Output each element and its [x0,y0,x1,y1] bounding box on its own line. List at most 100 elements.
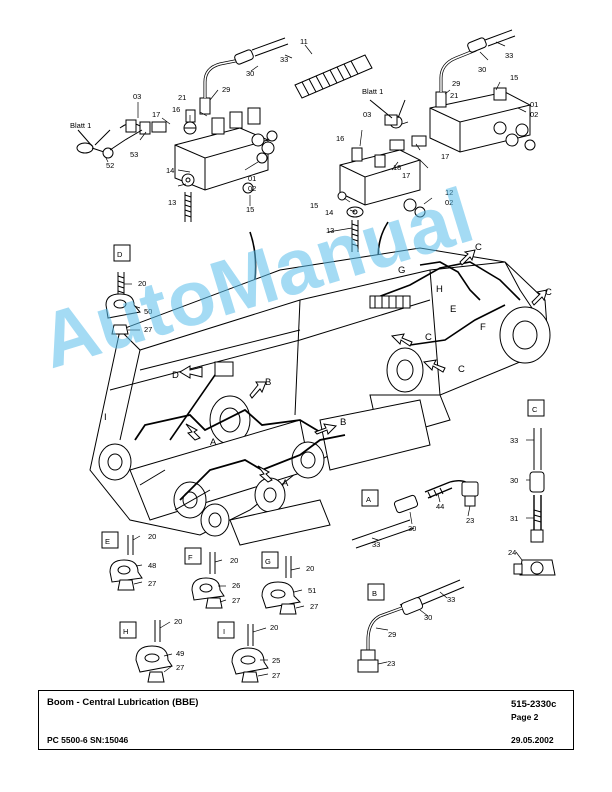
page-number: Page 2 [511,712,539,722]
marker-C-2: C [545,287,552,298]
label-15: 15 [246,205,254,214]
label-D-50: 50 [144,307,152,316]
label-14: 14 [166,166,174,175]
label-33: 33 [280,55,288,64]
label-box-C: C [532,405,538,414]
label-21: 21 [178,93,186,102]
clamp-detail-F [184,547,225,609]
left-distributor-assembly [76,37,289,222]
label-30: 30 [246,69,254,78]
label-blatt: Blatt 1 [70,121,91,130]
arrow-C1 [422,359,446,373]
detail-C [513,399,556,576]
label-53: 53 [130,150,138,159]
label-29: 29 [222,85,230,94]
arrow-D [179,365,203,379]
boom-structure [89,247,551,546]
label-11: 11 [300,37,308,46]
label-A-23: 23 [466,516,474,525]
arrow-C4 [390,333,413,347]
label-box-E: E [105,537,110,546]
label-30-right: 30 [478,65,486,74]
marker-A-1: A [210,437,217,448]
clamp-detail-D [105,244,141,335]
label-02: 02 [248,184,256,193]
label-03: 03 [133,92,141,101]
label-G-27: 27 [310,602,318,611]
marker-F: F [480,322,486,333]
marker-C-1: C [475,242,482,253]
arrow-B2 [314,423,338,435]
label-17: 17 [152,110,160,119]
label-02-right: 02 [530,110,538,119]
part-number-labels: 33 11 30 29 21 16 17 03 Blatt 1 53 52 14… [70,37,552,680]
marker-C-4: C [458,364,465,375]
label-E-20: 20 [148,532,156,541]
marker-B-1: B [265,377,271,388]
label-box-G: G [265,557,271,566]
label-E-27: 27 [148,579,156,588]
label-01: 01 [248,174,256,183]
label-I-20: 20 [270,623,278,632]
label-box-B: B [372,589,377,598]
label-F-20: 20 [230,556,238,565]
label-box-F: F [188,553,193,562]
label-I-25: 25 [272,656,280,665]
label-21-right: 21 [450,91,458,100]
label-G-20: 20 [306,564,314,573]
label-D-27: 27 [144,325,152,334]
marker-H: H [436,284,443,295]
label-H-27: 27 [176,663,184,672]
title-block: Boom - Central Lubrication (BBE) 515-233… [38,690,574,750]
label-17-right-b: 17 [402,171,410,180]
label-I-27: 27 [272,671,280,680]
arrow-A1 [185,423,201,441]
label-14-right: 14 [325,208,333,217]
label-F-26: 26 [232,581,240,590]
marker-E: E [450,304,456,315]
label-C-31: 31 [510,514,518,523]
marker-I: I [104,412,107,423]
label-16: 16 [172,105,180,114]
label-box-D: D [117,250,123,259]
label-E-48: 48 [148,561,156,570]
label-C-24: 24 [508,548,516,557]
doc-number: 515-2330c [511,699,557,710]
label-29-right: 29 [452,79,460,88]
label-B-23: 23 [387,659,395,668]
clamp-detail-G [261,551,302,615]
clamp-detail-E [101,531,143,591]
label-blatt-right: Blatt 1 [362,87,383,96]
label-16-right: 16 [336,134,344,143]
clamp-detail-H [119,620,173,683]
label-B-33: 33 [447,595,455,604]
arrow-C3 [531,289,548,306]
label-H-49: 49 [176,649,184,658]
marker-G: G [398,265,405,276]
label-G-51: 51 [308,586,316,595]
marker-D: D [172,370,179,381]
label-13-right: 13 [326,226,334,235]
label-A-33: 33 [372,540,380,549]
label-H-20: 20 [174,617,182,626]
marker-B-2: B [340,417,346,428]
label-B-29: 29 [388,630,396,639]
label-52: 52 [106,161,114,170]
clamp-detail-I [217,621,269,683]
label-12: 12 [445,188,453,197]
label-D-20: 20 [138,279,146,288]
parts-diagram: 33 11 30 29 21 16 17 03 Blatt 1 53 52 14… [70,29,556,683]
label-box-I: I [223,627,225,636]
label-box-A: A [366,495,371,504]
label-02-right-b: 02 [445,198,453,207]
label-03-right: 03 [363,110,371,119]
label-01-right: 01 [530,100,538,109]
arrow-B1 [249,381,267,399]
arrow-C2 [459,249,476,266]
label-box-H: H [123,627,128,636]
label-A-44: 44 [436,502,444,511]
label-C-30: 30 [510,476,518,485]
drawing-date: 29.05.2002 [511,735,554,745]
label-15-right: 15 [510,73,518,82]
label-33-right: 33 [505,51,513,60]
